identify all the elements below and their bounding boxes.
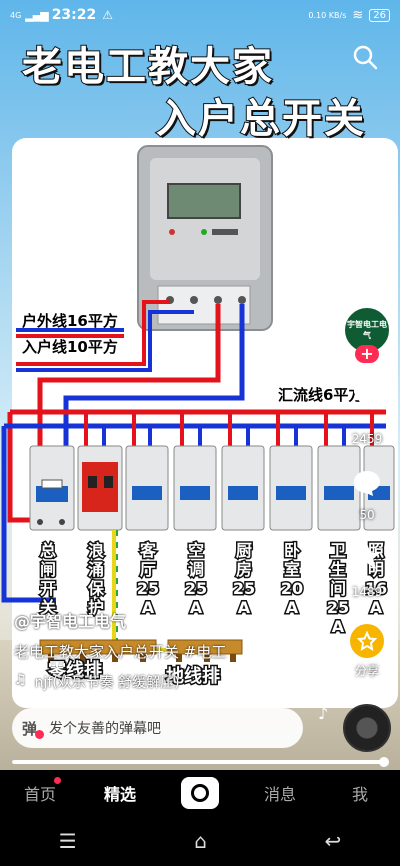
camera-icon xyxy=(191,784,209,802)
alert-icon: ⚠ xyxy=(102,8,114,22)
search-icon[interactable] xyxy=(352,44,378,70)
video-title-line2: 入户总开关 xyxy=(155,95,366,143)
video-title-line1: 老电工教大家 xyxy=(21,43,274,91)
progress-handle[interactable] xyxy=(379,757,389,767)
video-progress-bar[interactable] xyxy=(12,757,389,767)
danmaku-toggle-icon[interactable]: 弹 xyxy=(22,718,45,739)
notification-dot xyxy=(54,777,61,784)
menu-icon[interactable]: ☰ xyxy=(58,829,77,853)
back-icon[interactable]: ↩ xyxy=(324,829,342,853)
music-note-float-icon: ♪ xyxy=(318,704,329,723)
nav-create[interactable] xyxy=(160,777,240,809)
comment-icon[interactable] xyxy=(350,466,384,500)
follow-button[interactable]: + xyxy=(355,345,379,363)
signal-bars-icon: ▂▄▆ xyxy=(25,8,48,22)
danmaku-placeholder: 发个友善的弹幕吧 xyxy=(49,721,162,737)
like-icon[interactable] xyxy=(350,378,384,412)
danmaku-input[interactable]: 弹 发个友善的弹幕吧 xyxy=(12,708,303,748)
signal-icon: 4G xyxy=(10,10,22,20)
music-note-icon: ♫ xyxy=(14,672,27,688)
bottom-nav: 首页 精选 消息 我 xyxy=(0,770,400,816)
status-time: 23:22 xyxy=(51,7,97,23)
battery-level: 26 xyxy=(369,8,390,22)
favorite-icon[interactable] xyxy=(350,540,384,574)
music-title: njf(欢乐节奏 舒缓解压) xyxy=(34,675,180,691)
author-name[interactable]: @宇智电工电气 xyxy=(14,612,127,631)
network-speed: 0.10 KB/s xyxy=(308,10,347,20)
home-icon[interactable]: ⌂ xyxy=(194,829,207,853)
comment-count: 50 xyxy=(359,508,375,522)
progress-fill xyxy=(12,760,386,764)
status-bar: 4G ▂▄▆ 23:22 ⚠ 0.10 KB/s ≋ 26 xyxy=(0,0,400,30)
video-caption[interactable]: 老电工教大家入户总开关 #电工 xyxy=(14,643,227,661)
nav-featured[interactable]: 精选 xyxy=(103,785,136,804)
wifi-icon: ≋ xyxy=(352,7,364,23)
nav-messages[interactable]: 消息 xyxy=(263,785,296,804)
system-nav-bar: ☰ ⌂ ↩ xyxy=(0,816,400,866)
share-icon[interactable] xyxy=(350,624,384,658)
music-disc-icon[interactable] xyxy=(343,704,391,752)
like-count: 2459 xyxy=(351,432,383,446)
nav-me[interactable]: 我 xyxy=(351,785,368,804)
create-button[interactable] xyxy=(181,777,219,809)
favorite-count: 1489 xyxy=(351,585,383,599)
share-label[interactable]: 分享 xyxy=(354,664,379,678)
nav-home[interactable]: 首页 xyxy=(0,777,80,805)
music-info[interactable]: ♫ njf(欢乐节奏 舒缓解压) xyxy=(14,672,180,692)
